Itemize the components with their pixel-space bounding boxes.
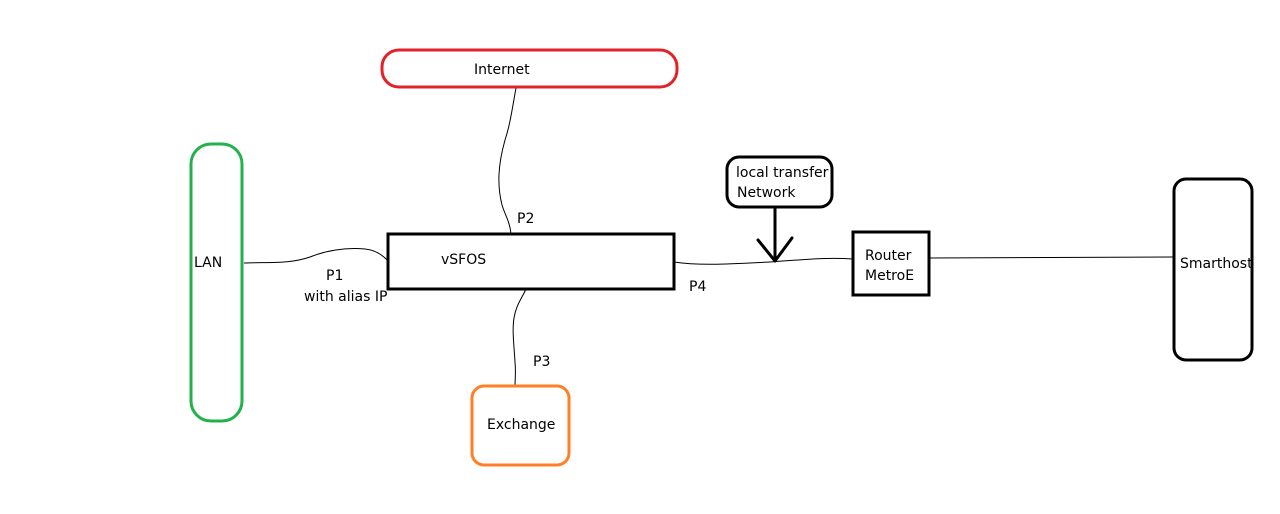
link-internet-vsfos xyxy=(498,87,517,235)
internet-shape xyxy=(380,48,679,89)
link-lan-vsfos xyxy=(243,248,390,264)
port-p1-label: P1 xyxy=(326,268,343,284)
exchange-label: Exchange xyxy=(487,417,555,433)
transfer-callout: local transfer Network xyxy=(725,155,834,263)
vsfos-label: vSFOS xyxy=(441,252,486,268)
router-shape xyxy=(851,230,931,297)
smarthost-label: Smarthost xyxy=(1180,256,1253,272)
internet-label: Internet xyxy=(474,62,530,78)
smarthost-shape xyxy=(1172,177,1254,362)
link-router-smarthost xyxy=(928,256,1175,259)
port-p4-label: P4 xyxy=(689,279,706,295)
lan-label: LAN xyxy=(194,255,222,271)
internet-node: Internet xyxy=(380,48,679,89)
lan-shape xyxy=(189,142,244,423)
router-label-line2: MetroE xyxy=(865,268,914,284)
port-p3-label: P3 xyxy=(533,354,550,370)
router-node: Router MetroE xyxy=(851,230,931,297)
port-p1-note: with alias IP xyxy=(304,289,387,305)
smarthost-node: Smarthost xyxy=(1172,177,1254,362)
vsfos-shape xyxy=(386,232,676,291)
exchange-node: Exchange xyxy=(470,384,571,467)
lan-node: LAN xyxy=(189,142,244,423)
exchange-shape xyxy=(470,384,571,467)
transfer-label-line1: local transfer xyxy=(736,165,829,181)
link-vsfos-exchange xyxy=(512,288,527,387)
vsfos-node: vSFOS xyxy=(386,232,676,291)
transfer-label-line2: Network xyxy=(737,185,796,201)
router-label-line1: Router xyxy=(865,248,912,264)
port-p2-label: P2 xyxy=(517,211,534,227)
arrow-head-icon xyxy=(756,236,794,263)
transfer-shape xyxy=(725,155,834,209)
link-vsfos-router xyxy=(673,257,854,265)
